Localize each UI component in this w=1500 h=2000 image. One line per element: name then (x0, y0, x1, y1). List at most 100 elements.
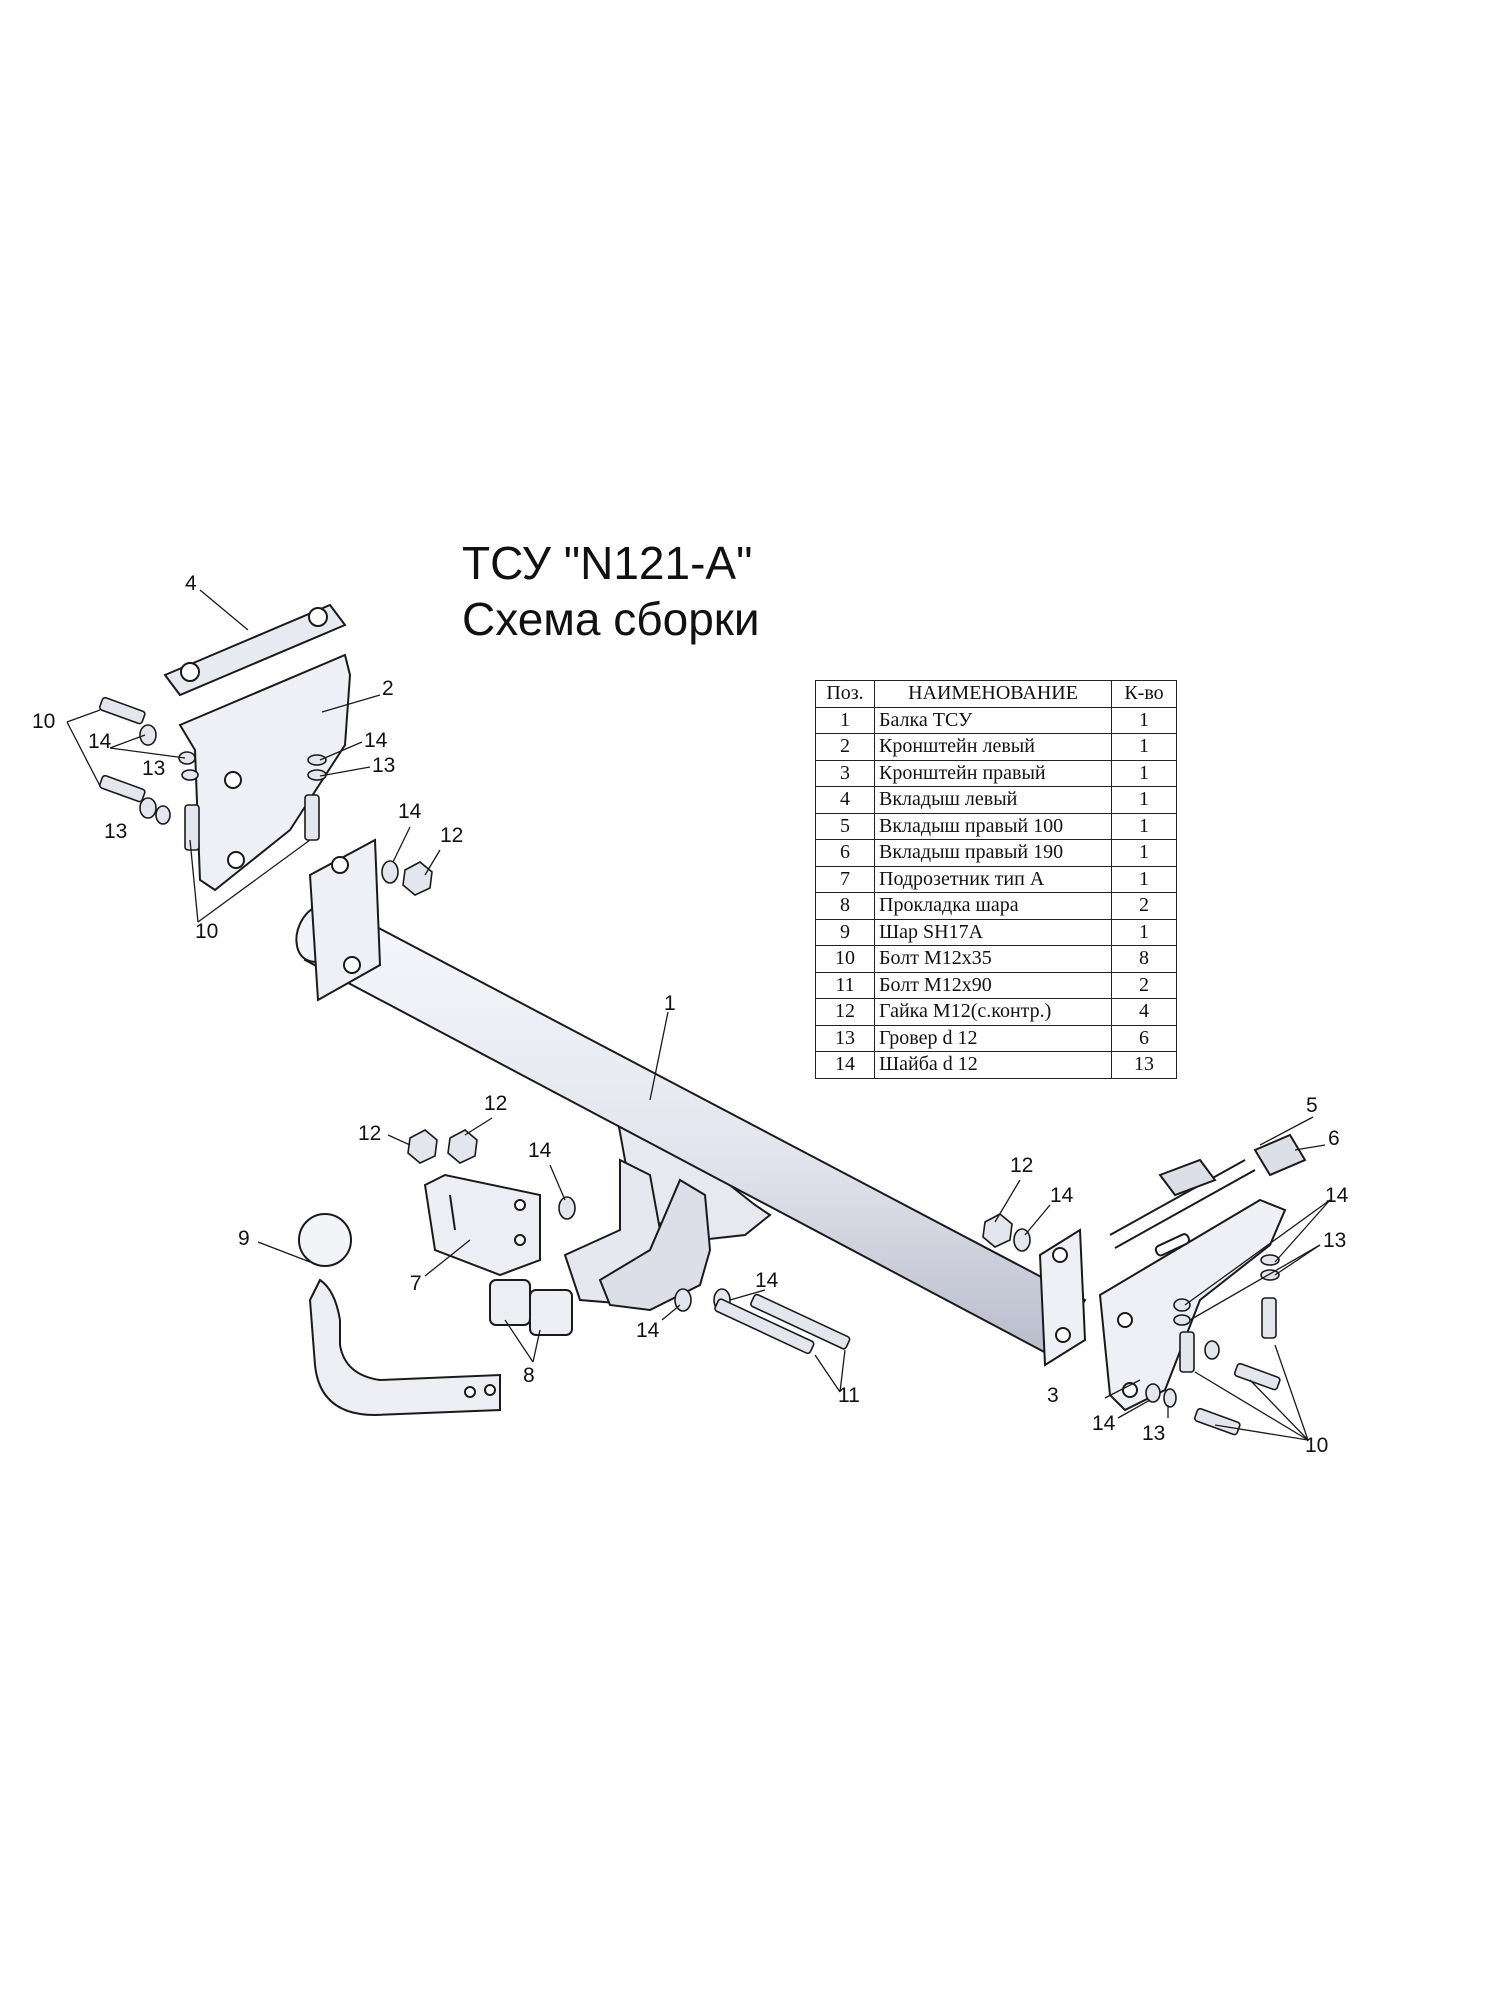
callout-labels: 4 2 10 14 13 13 14 13 14 12 10 1 12 12 1… (32, 572, 1349, 1457)
row-name: Вкладыш правый 190 (874, 839, 1112, 867)
bolt-10g (1233, 1362, 1281, 1391)
row-qty: 1 (1111, 812, 1177, 840)
right-bracket (1098, 1133, 1307, 1412)
row-qty: 8 (1111, 945, 1177, 973)
row-name: Шар SH17A (874, 918, 1112, 946)
callout-8: 8 (523, 1364, 535, 1387)
row-qty: 1 (1111, 706, 1177, 734)
bolt-11a (714, 1298, 815, 1355)
fasteners (98, 696, 1281, 1436)
header-pos: Поз. (815, 680, 875, 708)
bolt-11b (750, 1293, 851, 1350)
socket-plate-body (423, 1173, 541, 1277)
diagram-subtitle: Схема сборки (462, 593, 760, 645)
washer-14d (307, 754, 327, 766)
washer-13e (1260, 1269, 1280, 1281)
bolt-10c (184, 804, 200, 851)
main-beam (295, 838, 1087, 1367)
row-qty: 1 (1111, 733, 1177, 761)
header-qty: К-во (1111, 680, 1177, 708)
callout-14b: 14 (364, 729, 388, 752)
washer-14b (178, 751, 196, 765)
washer-14c (139, 797, 157, 819)
row-pos: 8 (815, 892, 875, 920)
row-pos: 11 (815, 971, 875, 999)
washer-14m (1145, 1383, 1161, 1403)
callout-14f: 14 (636, 1319, 660, 1342)
row-pos: 4 (815, 786, 875, 814)
bolt-10d (304, 794, 320, 841)
bracket-left-body (178, 653, 352, 892)
bracket-right-body (1098, 1198, 1287, 1412)
row-qty: 13 (1111, 1051, 1177, 1079)
bracket-left-insert (163, 603, 347, 697)
callout-3: 3 (1047, 1384, 1059, 1407)
row-pos: 7 (815, 865, 875, 893)
row-pos: 10 (815, 945, 875, 973)
row-qty: 2 (1111, 892, 1177, 920)
callout-2: 2 (382, 677, 394, 700)
callout-10b: 10 (195, 920, 218, 943)
row-name: Прокладка шара (874, 892, 1112, 920)
bolt-10f (1261, 1297, 1277, 1339)
callout-13b: 13 (104, 820, 127, 843)
nut-12c (447, 1129, 478, 1164)
ball (298, 1213, 352, 1267)
row-pos: 13 (815, 1024, 875, 1052)
bolt-10e (1179, 1331, 1195, 1373)
callout-1: 1 (664, 992, 676, 1015)
parts-table-header: Поз. НАИМЕНОВАНИЕ К-во (815, 680, 1177, 708)
row-qty: 6 (1111, 1024, 1177, 1052)
callout-10c: 10 (1305, 1434, 1328, 1457)
callout-14a: 14 (88, 730, 112, 753)
row-qty: 4 (1111, 998, 1177, 1026)
callout-11: 11 (838, 1384, 860, 1407)
washer-13d (1173, 1314, 1191, 1326)
washer-13a (181, 769, 199, 781)
callout-14h: 14 (1325, 1184, 1349, 1207)
row-name: Шайба d 12 (874, 1051, 1112, 1079)
washer-14k (1260, 1254, 1280, 1266)
callout-13e: 13 (1142, 1422, 1165, 1445)
callout-12c: 12 (484, 1092, 507, 1115)
bolt-10h (1193, 1407, 1241, 1436)
callout-14g: 14 (1050, 1184, 1074, 1207)
tow-ball (298, 1213, 501, 1417)
callout-5: 5 (1306, 1094, 1318, 1117)
ball-spacers (489, 1279, 573, 1336)
nut-12a (402, 861, 433, 896)
spacer-1 (489, 1279, 531, 1326)
washer-14f (558, 1196, 576, 1220)
row-pos: 3 (815, 759, 875, 787)
washer-14a (139, 724, 157, 746)
left-bracket (163, 603, 352, 892)
row-name: Гайка М12(с.контр.) (874, 998, 1112, 1026)
beam-right-plate (1038, 1228, 1087, 1367)
washer-14j (1173, 1298, 1191, 1312)
leader-lines (66, 589, 1331, 1441)
socket-plate (423, 1173, 541, 1277)
callout-7: 7 (410, 1272, 422, 1295)
insert-6 (1253, 1133, 1307, 1177)
callout-13d: 13 (1323, 1229, 1346, 1252)
callout-12b: 12 (358, 1122, 381, 1145)
row-qty: 1 (1111, 786, 1177, 814)
callout-14i: 14 (1092, 1412, 1116, 1435)
socket-bracket-2 (598, 1178, 712, 1312)
row-name: Гровер d 12 (874, 1024, 1112, 1052)
row-name: Вкладыш правый 100 (874, 812, 1112, 840)
washer-13f (1163, 1388, 1177, 1408)
callout-4: 4 (185, 572, 197, 595)
washer-14l (1204, 1340, 1220, 1360)
callout-10a: 10 (32, 710, 55, 733)
